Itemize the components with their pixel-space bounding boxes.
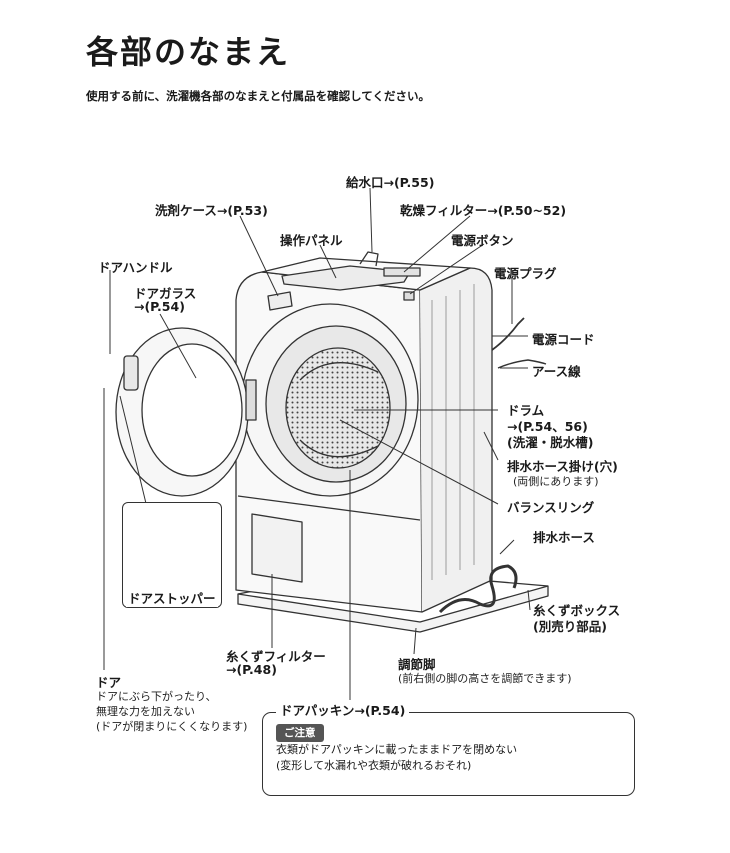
label-drum: ドラム (507, 403, 545, 418)
control-panel-area (281, 265, 411, 291)
caution-line-1: 衣類がドアパッキンに載ったままドアを閉めない (276, 743, 518, 756)
label-door-stopper: ドアストッパー (126, 588, 218, 607)
label-drum-ref: →(P.54、56) (507, 419, 588, 434)
caution-badge: ご注意 (276, 724, 324, 742)
label-detergent-case: 洗剤ケース→(P.53) (155, 203, 268, 218)
label-door-glass: ドアガラス (134, 286, 197, 301)
caution-box (262, 712, 635, 796)
label-door-note-2: 無理な力を加えない (96, 705, 195, 718)
power-button-shape (403, 291, 415, 301)
label-lint-filter-ref: →(P.48) (226, 662, 277, 677)
machine-body-side (419, 267, 493, 613)
label-balance-ring: バランスリング (507, 500, 595, 515)
label-power-plug: 電源プラグ (494, 266, 557, 281)
drum-shape (285, 347, 391, 469)
label-door-note-1: ドアにぶら下がったり、 (96, 690, 217, 703)
label-adjuster-foot-note: (前右側の脚の高さを調節できます) (398, 672, 572, 685)
label-door-glass-ref: →(P.54) (134, 299, 185, 314)
label-door-packing: ドアパッキン→(P.54) (276, 700, 410, 719)
label-water-inlet: 給水口→(P.55) (346, 175, 435, 190)
label-drain-hook: 排水ホース掛け(穴) (507, 459, 618, 474)
label-door-handle: ドアハンドル (98, 260, 173, 275)
label-lint-box-note: (別売り部品) (533, 619, 607, 634)
base-pan (237, 585, 549, 633)
label-drum-note: (洗濯・脱水槽) (507, 435, 594, 450)
label-drain-hook-note: (両側にあります) (513, 475, 599, 488)
door-handle-shape (123, 355, 139, 391)
label-control-panel: 操作パネル (280, 233, 343, 248)
label-door: ドア (96, 675, 122, 690)
label-power-button: 電源ボタン (451, 233, 514, 248)
label-drain-hose: 排水ホース (533, 530, 595, 545)
water-inlet-shape (359, 251, 379, 267)
label-power-cord: 電源コード (532, 332, 595, 347)
page-subtitle: 使用する前に、洗濯機各部のなまえと付属品を確認してください。 (86, 89, 430, 103)
label-earth-wire: アース線 (532, 364, 581, 379)
drain-hose-shape (438, 564, 518, 614)
caution-line-2: (変形して水漏れや衣類が破れるおそれ) (276, 759, 472, 772)
dry-filter-shape (383, 267, 421, 277)
power-cord-shape (491, 317, 525, 351)
label-lint-box: 糸くずボックス (533, 603, 621, 618)
label-lint-filter: 糸くずフィルター (226, 649, 326, 664)
lint-filter-cover (251, 513, 303, 583)
detergent-case-shape (267, 291, 293, 311)
label-dry-filter: 乾燥フィルター→(P.50~52) (400, 203, 567, 218)
label-door-note-3: (ドアが閉まりにくくなります) (96, 720, 248, 733)
caution-text: 衣類がドアパッキンに載ったままドアを閉めない (変形して水漏れや衣類が破れるおそ… (276, 742, 517, 774)
door-glass-shape (141, 343, 243, 477)
label-adjuster-foot: 調節脚 (398, 657, 436, 672)
page-title: 各部のなまえ (86, 33, 291, 71)
